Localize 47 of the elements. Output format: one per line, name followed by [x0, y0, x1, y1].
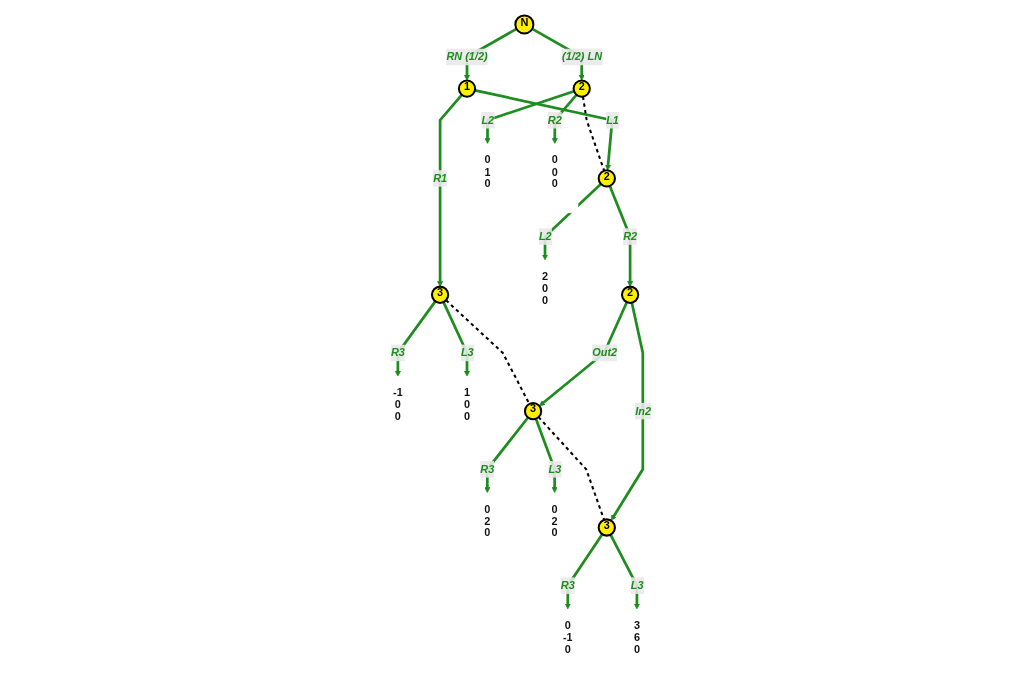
edge-label: In2 — [635, 405, 651, 417]
node-circle: N — [514, 14, 535, 35]
arrow — [542, 183, 602, 261]
edge-label: R2 — [547, 114, 562, 126]
arrow — [484, 89, 575, 144]
node-text: 0 2 0 — [484, 502, 491, 539]
arrow — [608, 185, 634, 287]
node-text: 0 -1 0 — [562, 619, 573, 655]
edge-label: L3 — [630, 579, 644, 592]
node-circle: 2 — [572, 79, 591, 98]
node-circle: 3 — [430, 285, 450, 304]
node-text: -1 0 0 — [393, 386, 403, 423]
arrow — [610, 302, 645, 521]
edge-label: (1/2) LN — [562, 50, 602, 63]
edge-label: L2 — [538, 230, 552, 243]
connector — [582, 96, 606, 172]
edge-label: R3 — [480, 463, 495, 475]
node-text: 1 0 0 — [463, 386, 471, 423]
connector — [445, 299, 531, 405]
arrow — [609, 534, 640, 610]
edge-label: R1 — [433, 172, 448, 184]
edge-label: R2 — [623, 230, 638, 243]
edge-label: R3 — [560, 579, 575, 592]
node-text: 3 6 0 — [633, 619, 640, 655]
arrow — [474, 89, 614, 171]
edge-label: L3 — [460, 346, 474, 359]
arrow — [394, 300, 437, 377]
edge-label: L1 — [606, 114, 619, 126]
node-text: 2 0 0 — [541, 270, 549, 306]
arrow — [484, 416, 530, 494]
arrow — [437, 93, 463, 287]
edge-label: L3 — [548, 463, 562, 475]
node-text: 0 1 0 — [484, 153, 491, 190]
node-circle: 3 — [523, 401, 543, 421]
node-text: 0 2 0 — [551, 502, 558, 539]
arrow — [534, 418, 558, 494]
node-circle: 3 — [597, 518, 616, 537]
arrow — [442, 301, 470, 377]
arrow — [539, 301, 629, 407]
node-circle: 2 — [620, 285, 640, 304]
node-circle: 2 — [597, 169, 616, 188]
arrow — [564, 533, 604, 610]
edge-label: L2 — [481, 114, 495, 126]
edge-label: R3 — [390, 346, 405, 359]
edge-label: Out2 — [592, 346, 618, 359]
edge-label: RN (1/2) — [446, 50, 488, 63]
node-circle: 1 — [457, 79, 477, 98]
